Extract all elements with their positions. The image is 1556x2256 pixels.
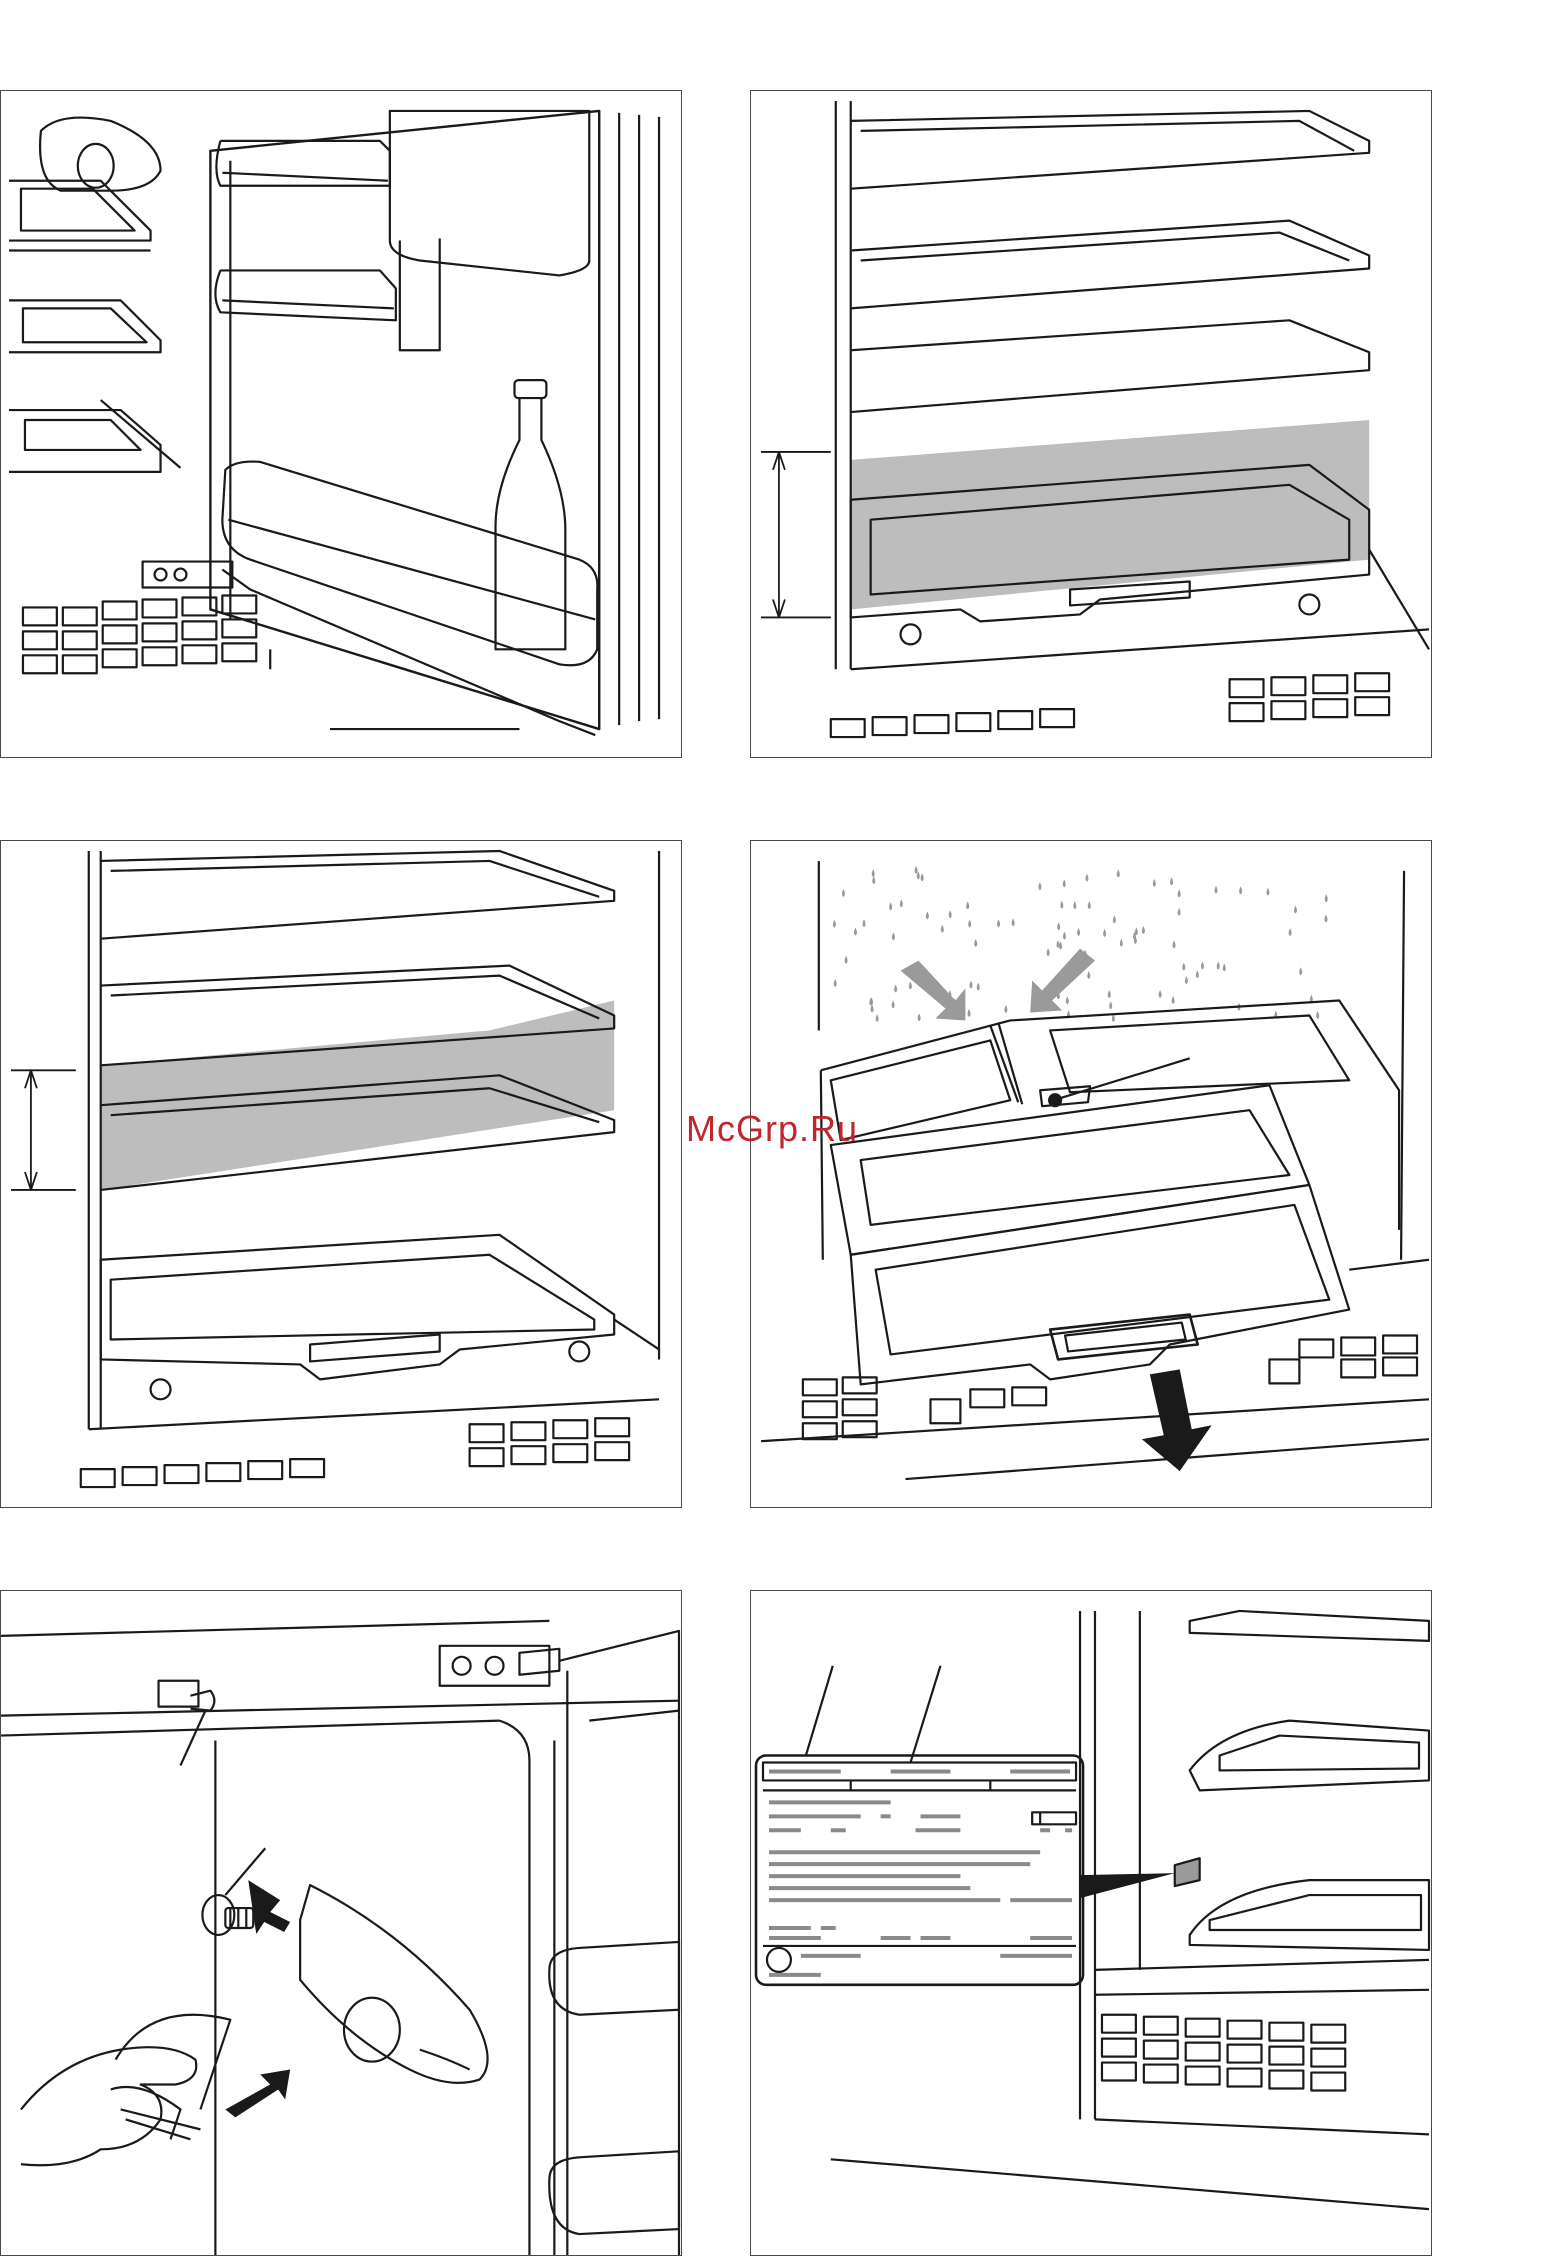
remove-arrow-icon [225, 2070, 290, 2118]
vent-grid-bottom [81, 1418, 629, 1487]
insert-arrow-icon [248, 1880, 290, 1934]
vent-grid-left [23, 595, 256, 673]
figure-rating-plate [750, 1590, 1432, 2256]
light-switch-icon [159, 1681, 199, 1707]
water-droplets [833, 866, 1328, 1022]
rating-plate-location-marker [1175, 1858, 1200, 1886]
light-bulb-icon [202, 1895, 253, 1935]
hand-icon [21, 2047, 196, 2165]
figure-middle-shelf-height [0, 840, 682, 1508]
vent-grid-right [1102, 2015, 1345, 2091]
figure-bulb-replacement [0, 1590, 682, 2256]
watermark: McGrp.Ru [686, 1108, 858, 1150]
figure-crisper-removal [750, 840, 1432, 1508]
figure-bottom-shelf-height [750, 90, 1432, 758]
vent-grid-bottom [803, 1336, 1417, 1440]
drain-arrow-icon [901, 949, 1095, 1021]
height-dimension-arrow [11, 1070, 76, 1190]
vent-grid-bottom [831, 673, 1389, 737]
figure-door-bottle [0, 90, 682, 758]
height-dimension-arrow [761, 452, 831, 618]
rating-plate-label [756, 1756, 1083, 1985]
